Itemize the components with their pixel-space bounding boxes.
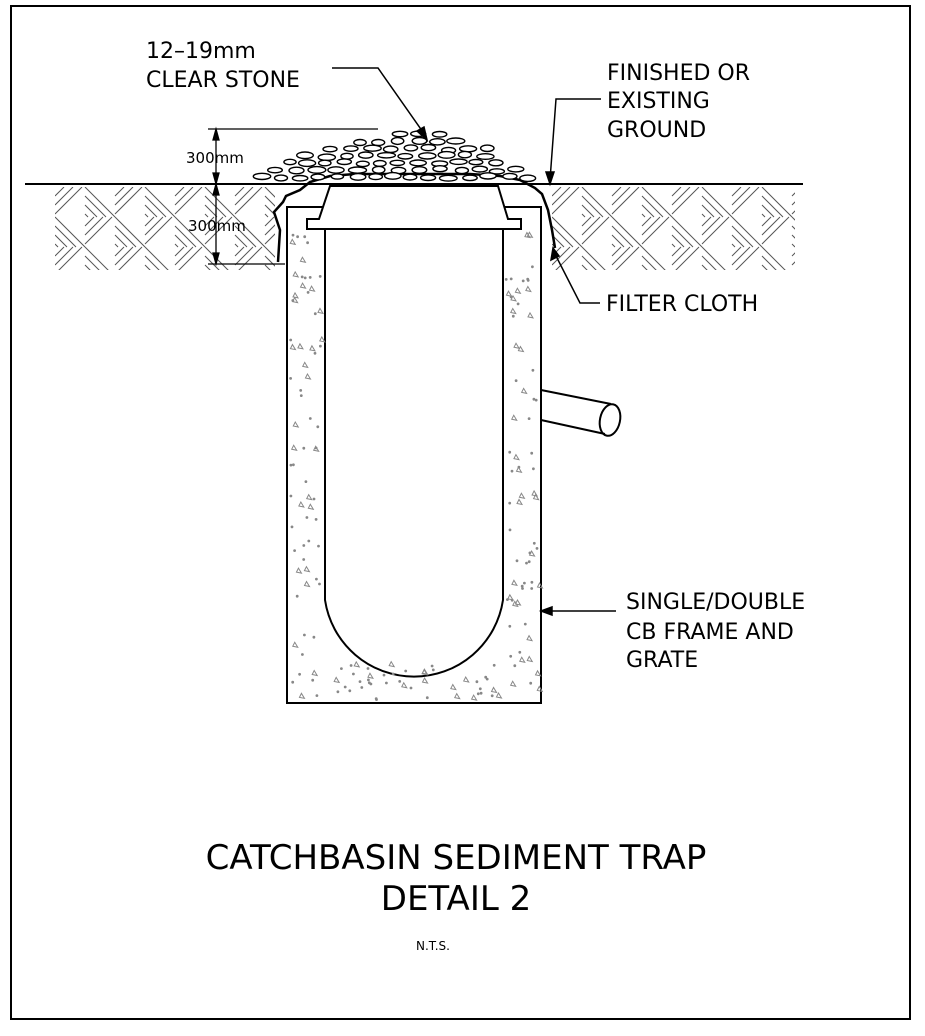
soil-hatch-left	[55, 187, 275, 270]
dimension-lines	[208, 126, 378, 267]
dimension-upper-label: 300mm	[186, 149, 244, 167]
leader-ground	[544, 98, 601, 187]
clear-stone-mound	[252, 130, 537, 183]
drawing-subtitle: DETAIL 2	[381, 879, 531, 919]
drawing-title: CATCHBASIN SEDIMENT TRAP	[206, 838, 707, 878]
leader-clear-stone	[332, 67, 429, 143]
cb-frame-and-grate	[306, 185, 522, 230]
leader-filter-cloth	[550, 246, 600, 304]
concrete-aggregate	[289, 231, 544, 701]
catchbasin-sump	[324, 230, 504, 678]
leader-frame-grate	[538, 605, 616, 617]
frame-label-line1: SINGLE/DOUBLE	[626, 590, 805, 615]
frame-label-line2: CB FRAME AND	[626, 620, 794, 645]
stone-label-line1: 12–19mm	[146, 39, 256, 64]
filter-cloth-label: FILTER CLOTH	[606, 292, 758, 317]
drawing-scale: N.T.S.	[416, 939, 450, 953]
soil-hatch-right	[552, 187, 795, 270]
catchbasin-structure	[286, 206, 544, 704]
ground-label-line1: FINISHED OR	[607, 61, 750, 86]
stone-label-line2: CLEAR STONE	[146, 68, 300, 93]
dimension-lower-label: 300mm	[188, 217, 246, 235]
ground-label-line2: EXISTING	[607, 89, 710, 114]
ground-label-line3: GROUND	[607, 118, 706, 143]
outlet-pipe	[540, 389, 622, 437]
sheet-border	[10, 5, 911, 1020]
frame-label-line3: GRATE	[626, 648, 698, 673]
